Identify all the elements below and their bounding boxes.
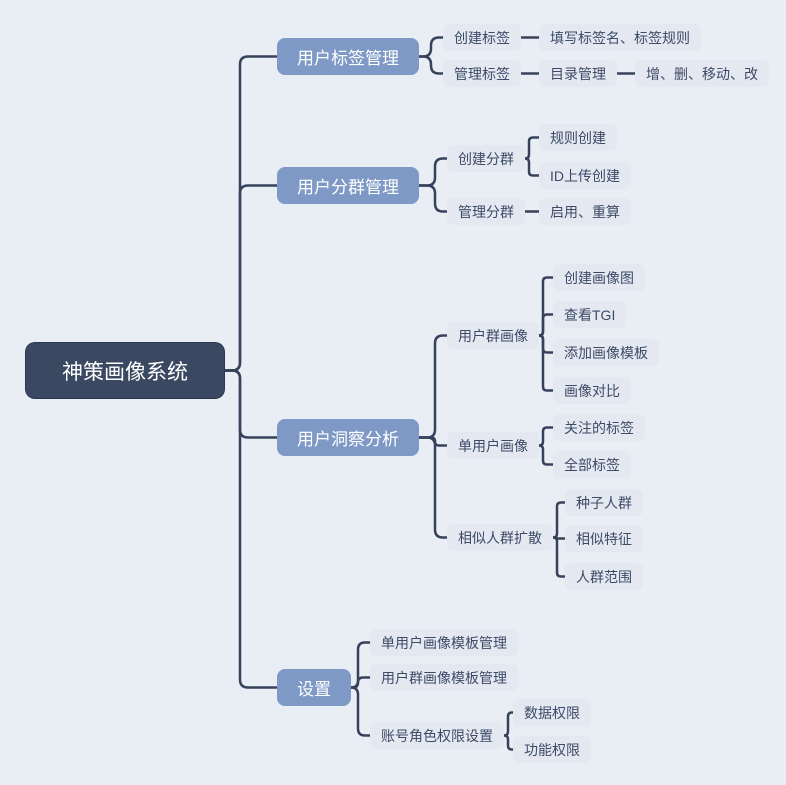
connector-n31-n311 xyxy=(537,276,555,337)
node-rule-create[interactable]: 规则创建 xyxy=(539,124,617,151)
connector-n43-n431 xyxy=(502,711,515,737)
connector-n33-n332 xyxy=(551,536,567,540)
connector-n31-n314 xyxy=(537,334,555,392)
node-add-delete-move-edit[interactable]: 增、删、移动、改 xyxy=(635,60,769,87)
connector-b2-n22 xyxy=(417,184,449,213)
connector-n43-n432 xyxy=(502,734,515,751)
node-user-insight-analysis[interactable]: 用户洞察分析 xyxy=(277,419,419,456)
node-account-role-permission-settings[interactable]: 账号角色权限设置 xyxy=(370,722,504,749)
node-create-tag[interactable]: 创建标签 xyxy=(443,24,521,51)
node-id-upload-create[interactable]: ID上传创建 xyxy=(539,162,631,189)
connector-b3-n32 xyxy=(417,436,449,447)
node-add-profile-template[interactable]: 添加画像模板 xyxy=(553,339,659,366)
node-manage-segment[interactable]: 管理分群 xyxy=(447,198,525,225)
node-user-tag-management[interactable]: 用户标签管理 xyxy=(277,38,419,75)
connector-root-b3 xyxy=(223,369,279,439)
node-create-segment[interactable]: 创建分群 xyxy=(447,145,525,172)
node-create-profile-chart[interactable]: 创建画像图 xyxy=(553,264,645,291)
connector-n31-n312 xyxy=(537,313,555,337)
node-profile-compare[interactable]: 画像对比 xyxy=(553,377,631,404)
node-followed-tags[interactable]: 关注的标签 xyxy=(553,414,645,441)
node-root[interactable]: 神策画像系统 xyxy=(25,342,225,399)
node-all-tags[interactable]: 全部标签 xyxy=(553,451,631,478)
connector-n33-n331 xyxy=(551,501,567,539)
node-audience-range[interactable]: 人群范围 xyxy=(565,563,643,590)
connector-b4-n41 xyxy=(349,641,372,689)
connector-b3-n31 xyxy=(417,334,449,439)
connector-n32-n322 xyxy=(537,444,555,466)
connector-b1-n11 xyxy=(417,36,445,58)
node-user-group-profile[interactable]: 用户群画像 xyxy=(447,322,539,349)
node-user-group-profile-template-management[interactable]: 用户群画像模板管理 xyxy=(370,664,518,691)
node-data-permission[interactable]: 数据权限 xyxy=(513,699,591,726)
connector-n33-n333 xyxy=(551,536,567,578)
node-single-user-profile-template-management[interactable]: 单用户画像模板管理 xyxy=(370,629,518,656)
node-user-segment-management[interactable]: 用户分群管理 xyxy=(277,167,419,204)
connector-n21-n212 xyxy=(523,157,541,177)
connector-b4-n42 xyxy=(349,676,372,689)
node-single-user-profile[interactable]: 单用户画像 xyxy=(447,432,539,459)
connector-root-b2 xyxy=(223,184,279,372)
connector-n21-n211 xyxy=(523,136,541,160)
connector-root-b4 xyxy=(223,369,279,689)
node-fill-tag-name-and-rules[interactable]: 填写标签名、标签规则 xyxy=(539,24,701,51)
connector-n31-n313 xyxy=(537,334,555,354)
node-similar-features[interactable]: 相似特征 xyxy=(565,525,643,552)
node-catalog-management[interactable]: 目录管理 xyxy=(539,60,617,87)
node-function-permission[interactable]: 功能权限 xyxy=(513,736,591,763)
connector-root-b1 xyxy=(223,55,279,372)
node-settings[interactable]: 设置 xyxy=(277,669,351,706)
connector-n32-n321 xyxy=(537,426,555,447)
connector-b2-n21 xyxy=(417,157,449,187)
connector-b4-n43 xyxy=(349,686,372,737)
connector-b1-n12 xyxy=(417,55,445,75)
node-enable-recalculate[interactable]: 启用、重算 xyxy=(539,198,631,225)
node-manage-tag[interactable]: 管理标签 xyxy=(443,60,521,87)
node-view-tgi[interactable]: 查看TGI xyxy=(553,301,627,328)
connector-b3-n33 xyxy=(417,436,449,539)
node-seed-audience[interactable]: 种子人群 xyxy=(565,489,643,516)
node-lookalike-audience-expansion[interactable]: 相似人群扩散 xyxy=(447,524,553,551)
